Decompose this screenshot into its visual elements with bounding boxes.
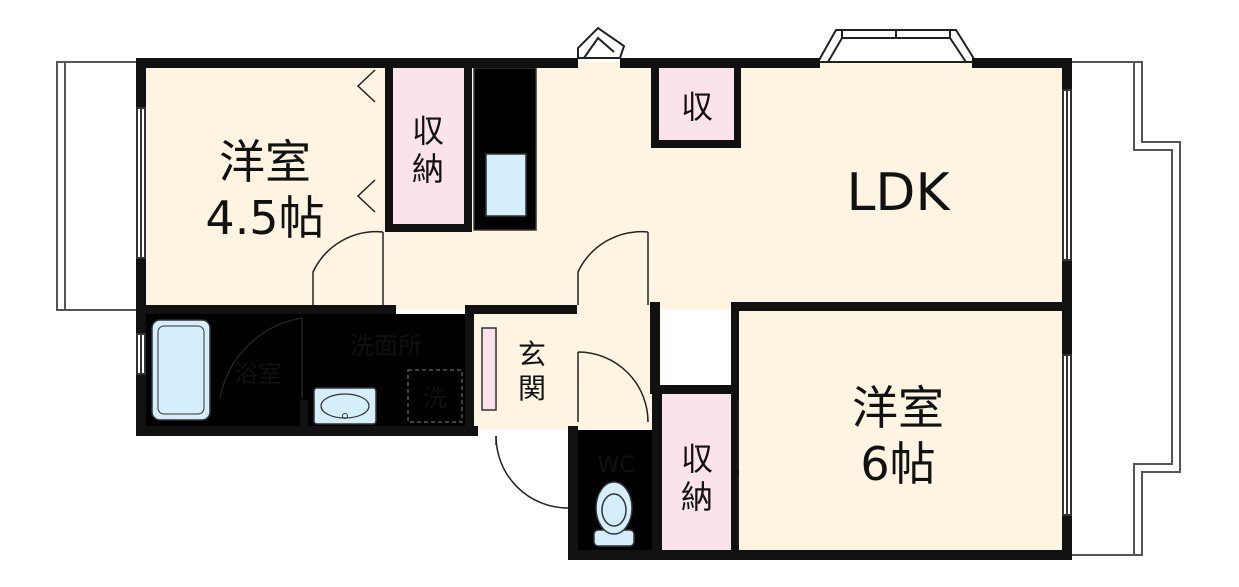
western-small-label-line1: 洋室	[219, 135, 311, 189]
storage-bottom-label-line2: 納	[681, 478, 713, 516]
western-large-label-line2: 6帖	[860, 437, 935, 491]
room-storage-small	[655, 66, 739, 144]
toilet	[593, 481, 635, 547]
bay-window	[816, 29, 978, 63]
bathtub	[151, 319, 211, 421]
washer-label: 洗	[423, 384, 447, 412]
doors	[219, 230, 649, 509]
room-storage-bottom	[660, 393, 736, 555]
storage-top-label-line2: 納	[412, 150, 444, 188]
balcony-left	[56, 61, 142, 311]
entrance-label-line2: 関	[518, 372, 546, 405]
storage-top-label-line1: 収	[412, 112, 444, 150]
room-western-large	[736, 310, 1068, 555]
ldk-label: LDK	[846, 163, 951, 223]
storage-bottom-label-line1: 収	[681, 440, 713, 478]
room-storage-top	[391, 68, 466, 228]
wc-label: WC	[597, 453, 634, 478]
kitchen-sink	[485, 153, 527, 217]
vent-nook	[577, 26, 626, 59]
western-large-label-line1: 洋室	[852, 381, 944, 435]
entrance-label-line1: 玄	[518, 338, 546, 371]
washroom-label: 洗面所	[350, 332, 422, 360]
washbasin-drain	[342, 413, 348, 419]
washer-space	[407, 369, 463, 423]
bath-label: 浴室	[234, 360, 282, 388]
storage-small-label: 収	[681, 88, 713, 126]
bathtub-inner	[157, 325, 205, 415]
room-hall	[391, 228, 661, 310]
balcony-right	[1068, 61, 1181, 556]
room-western-small	[141, 62, 391, 310]
windows	[136, 89, 1072, 516]
shoe-cabinet	[481, 327, 497, 411]
western-small-label-line2: 4.5帖	[205, 191, 324, 245]
closet-doors	[356, 69, 739, 545]
